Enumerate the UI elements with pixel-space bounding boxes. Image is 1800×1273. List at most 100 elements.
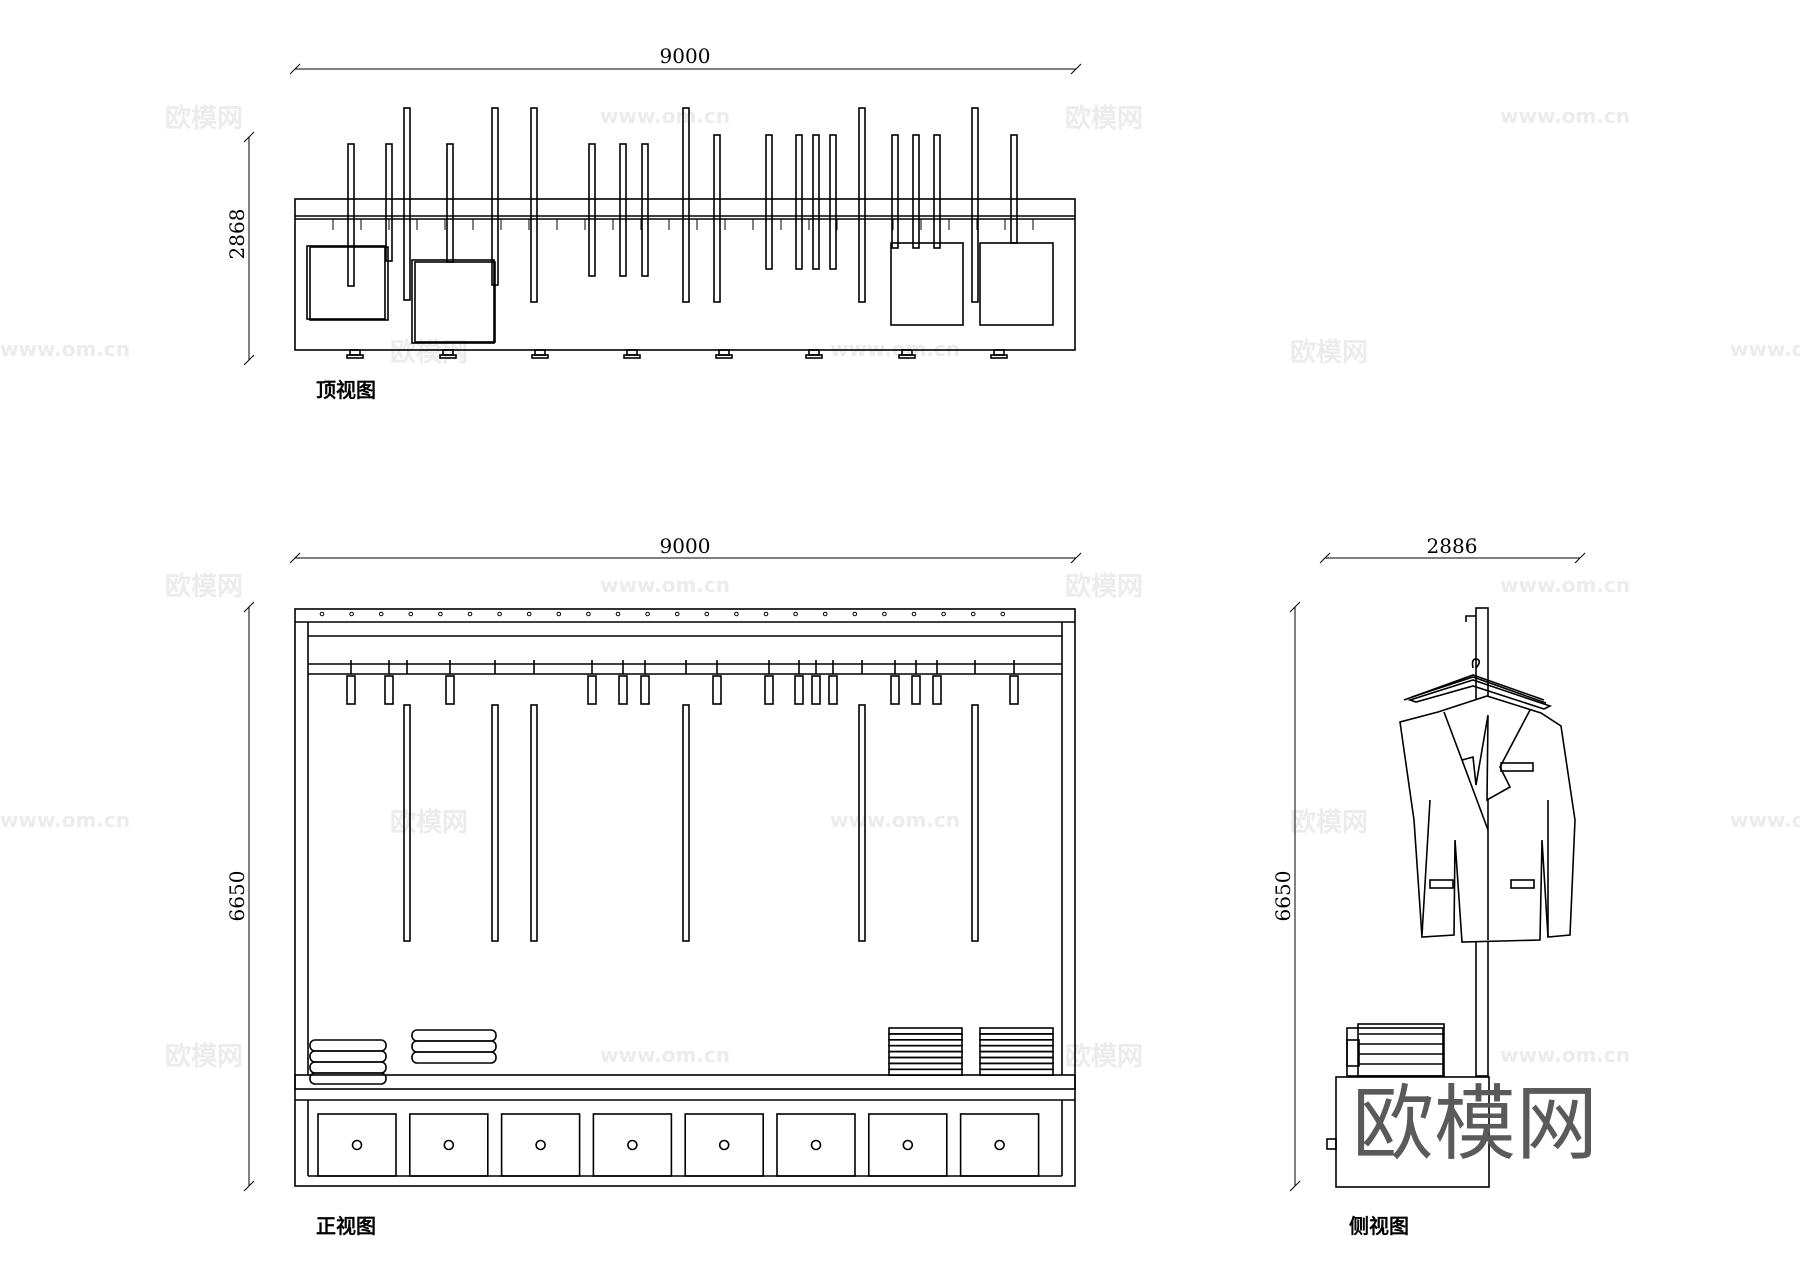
front-width-value: 9000 <box>660 534 711 558</box>
watermark-url: www.om.cn <box>0 337 130 361</box>
front-top-dot <box>734 611 739 617</box>
front-hanger-long <box>971 704 979 942</box>
watermark-url: www.om.cn <box>600 1043 730 1067</box>
front-hanger <box>1009 675 1019 705</box>
watermark-brand: 欧模网 <box>165 1041 243 1072</box>
watermark-url: www.om.cn <box>0 808 130 832</box>
front-top-dot <box>378 611 384 617</box>
side-height-value: 6650 <box>1271 871 1295 922</box>
top-hanger <box>641 143 649 277</box>
front-top-dot <box>349 611 354 617</box>
top-foot-base <box>898 354 916 359</box>
folded-cloth <box>411 1040 497 1053</box>
folded-cloth <box>979 1068 1054 1077</box>
front-hanger <box>811 675 821 705</box>
top-depth-value: 2868 <box>225 209 249 260</box>
folded-cloth <box>309 1061 387 1074</box>
folded-cloth <box>411 1051 497 1064</box>
front-view-label: 正视图 <box>316 1214 376 1238</box>
folded-cloth <box>888 1068 963 1077</box>
front-hanger <box>640 675 650 705</box>
top-foot-base <box>531 354 549 359</box>
front-hanger-long <box>530 704 538 942</box>
top-hanger <box>385 143 393 262</box>
front-top-dot <box>822 611 828 617</box>
side-view: 2886 6650 <box>1271 534 1586 1238</box>
top-foot-base <box>346 354 364 359</box>
side-view-label: 侧视图 <box>1349 1214 1409 1238</box>
folded-cloth <box>888 1039 963 1047</box>
top-hanger <box>446 143 454 263</box>
front-hanger-long <box>858 704 866 942</box>
front-folded-clothes <box>309 1027 1054 1085</box>
top-depth-dimension: 2868 <box>225 131 255 366</box>
front-drawers <box>317 1113 1040 1177</box>
front-hanger <box>618 675 628 705</box>
drawer <box>317 1113 397 1177</box>
front-top-dot <box>408 611 414 617</box>
top-hanger <box>713 134 721 303</box>
top-foot-base <box>623 354 641 359</box>
front-hanger-long <box>491 704 499 942</box>
top-hanger-long <box>530 107 538 303</box>
top-hanger <box>765 134 773 270</box>
front-hanger <box>932 675 942 705</box>
top-hanger <box>933 134 941 249</box>
front-top-dot <box>319 611 325 617</box>
front-top-dot <box>674 611 680 617</box>
top-cabinet-outline <box>294 198 1076 351</box>
folded-cloth <box>309 1039 387 1052</box>
top-foot-base <box>805 354 823 359</box>
front-height-value: 6650 <box>225 871 249 922</box>
top-hanger <box>812 134 820 270</box>
front-top-dots <box>319 611 1006 617</box>
top-folded-stacks <box>306 242 1054 344</box>
front-top-dot <box>704 611 710 617</box>
drawer <box>408 1113 489 1177</box>
top-foot-base <box>439 354 457 359</box>
folded-cloth <box>309 1050 387 1063</box>
watermark-layer: 欧模网 www.om.cn 欧模网 www.om.cn www.om.cn 欧模… <box>0 103 1800 1072</box>
front-hanger-long <box>403 704 411 942</box>
watermark-brand: 欧模网 <box>1065 103 1143 134</box>
side-height-dimension: 6650 <box>1271 601 1301 1192</box>
top-hanger-long <box>858 107 866 303</box>
top-hanger <box>619 143 627 277</box>
top-hanger-long <box>403 107 411 301</box>
folded-cloth <box>888 1050 963 1059</box>
top-width-dimension: 9000 <box>289 44 1082 75</box>
front-hanger <box>911 675 921 705</box>
watermark-brand: 欧模网 <box>1290 337 1368 368</box>
folded-cloth <box>979 1027 1054 1035</box>
front-top-dot <box>438 611 443 617</box>
front-hanger <box>828 675 838 705</box>
top-width-value: 9000 <box>660 44 711 68</box>
drawer-knob <box>902 1139 914 1151</box>
top-hanger <box>829 134 837 270</box>
top-hangers <box>332 107 1034 303</box>
folded-cloth <box>888 1033 963 1041</box>
folded-cloth <box>888 1062 963 1071</box>
front-top-dot <box>497 611 502 617</box>
top-hanger <box>1010 134 1018 244</box>
drawer <box>959 1113 1040 1177</box>
watermark-url: www.om.cn <box>1500 573 1630 597</box>
folded-cloth <box>309 1072 387 1085</box>
front-top-dot <box>645 611 650 617</box>
side-width-dimension: 2886 <box>1319 534 1586 564</box>
top-hanger-long <box>491 107 499 286</box>
front-shelf <box>294 1074 1076 1090</box>
watermark-url: www.om.cn <box>1500 104 1630 128</box>
front-width-dimension: 9000 <box>289 534 1082 564</box>
folded-cloth <box>888 1044 963 1053</box>
drawer <box>592 1113 673 1177</box>
folded-cloth <box>979 1056 1054 1065</box>
drawer <box>500 1113 581 1177</box>
jacket-on-hanger <box>1399 658 1576 943</box>
top-foot-base <box>715 354 733 359</box>
folded-cloth <box>979 1050 1054 1059</box>
drawer <box>867 1113 948 1177</box>
front-hanger <box>794 675 804 705</box>
watermark-brand: 欧模网 <box>1065 571 1143 602</box>
watermark-url: www.om.cn <box>830 337 960 361</box>
